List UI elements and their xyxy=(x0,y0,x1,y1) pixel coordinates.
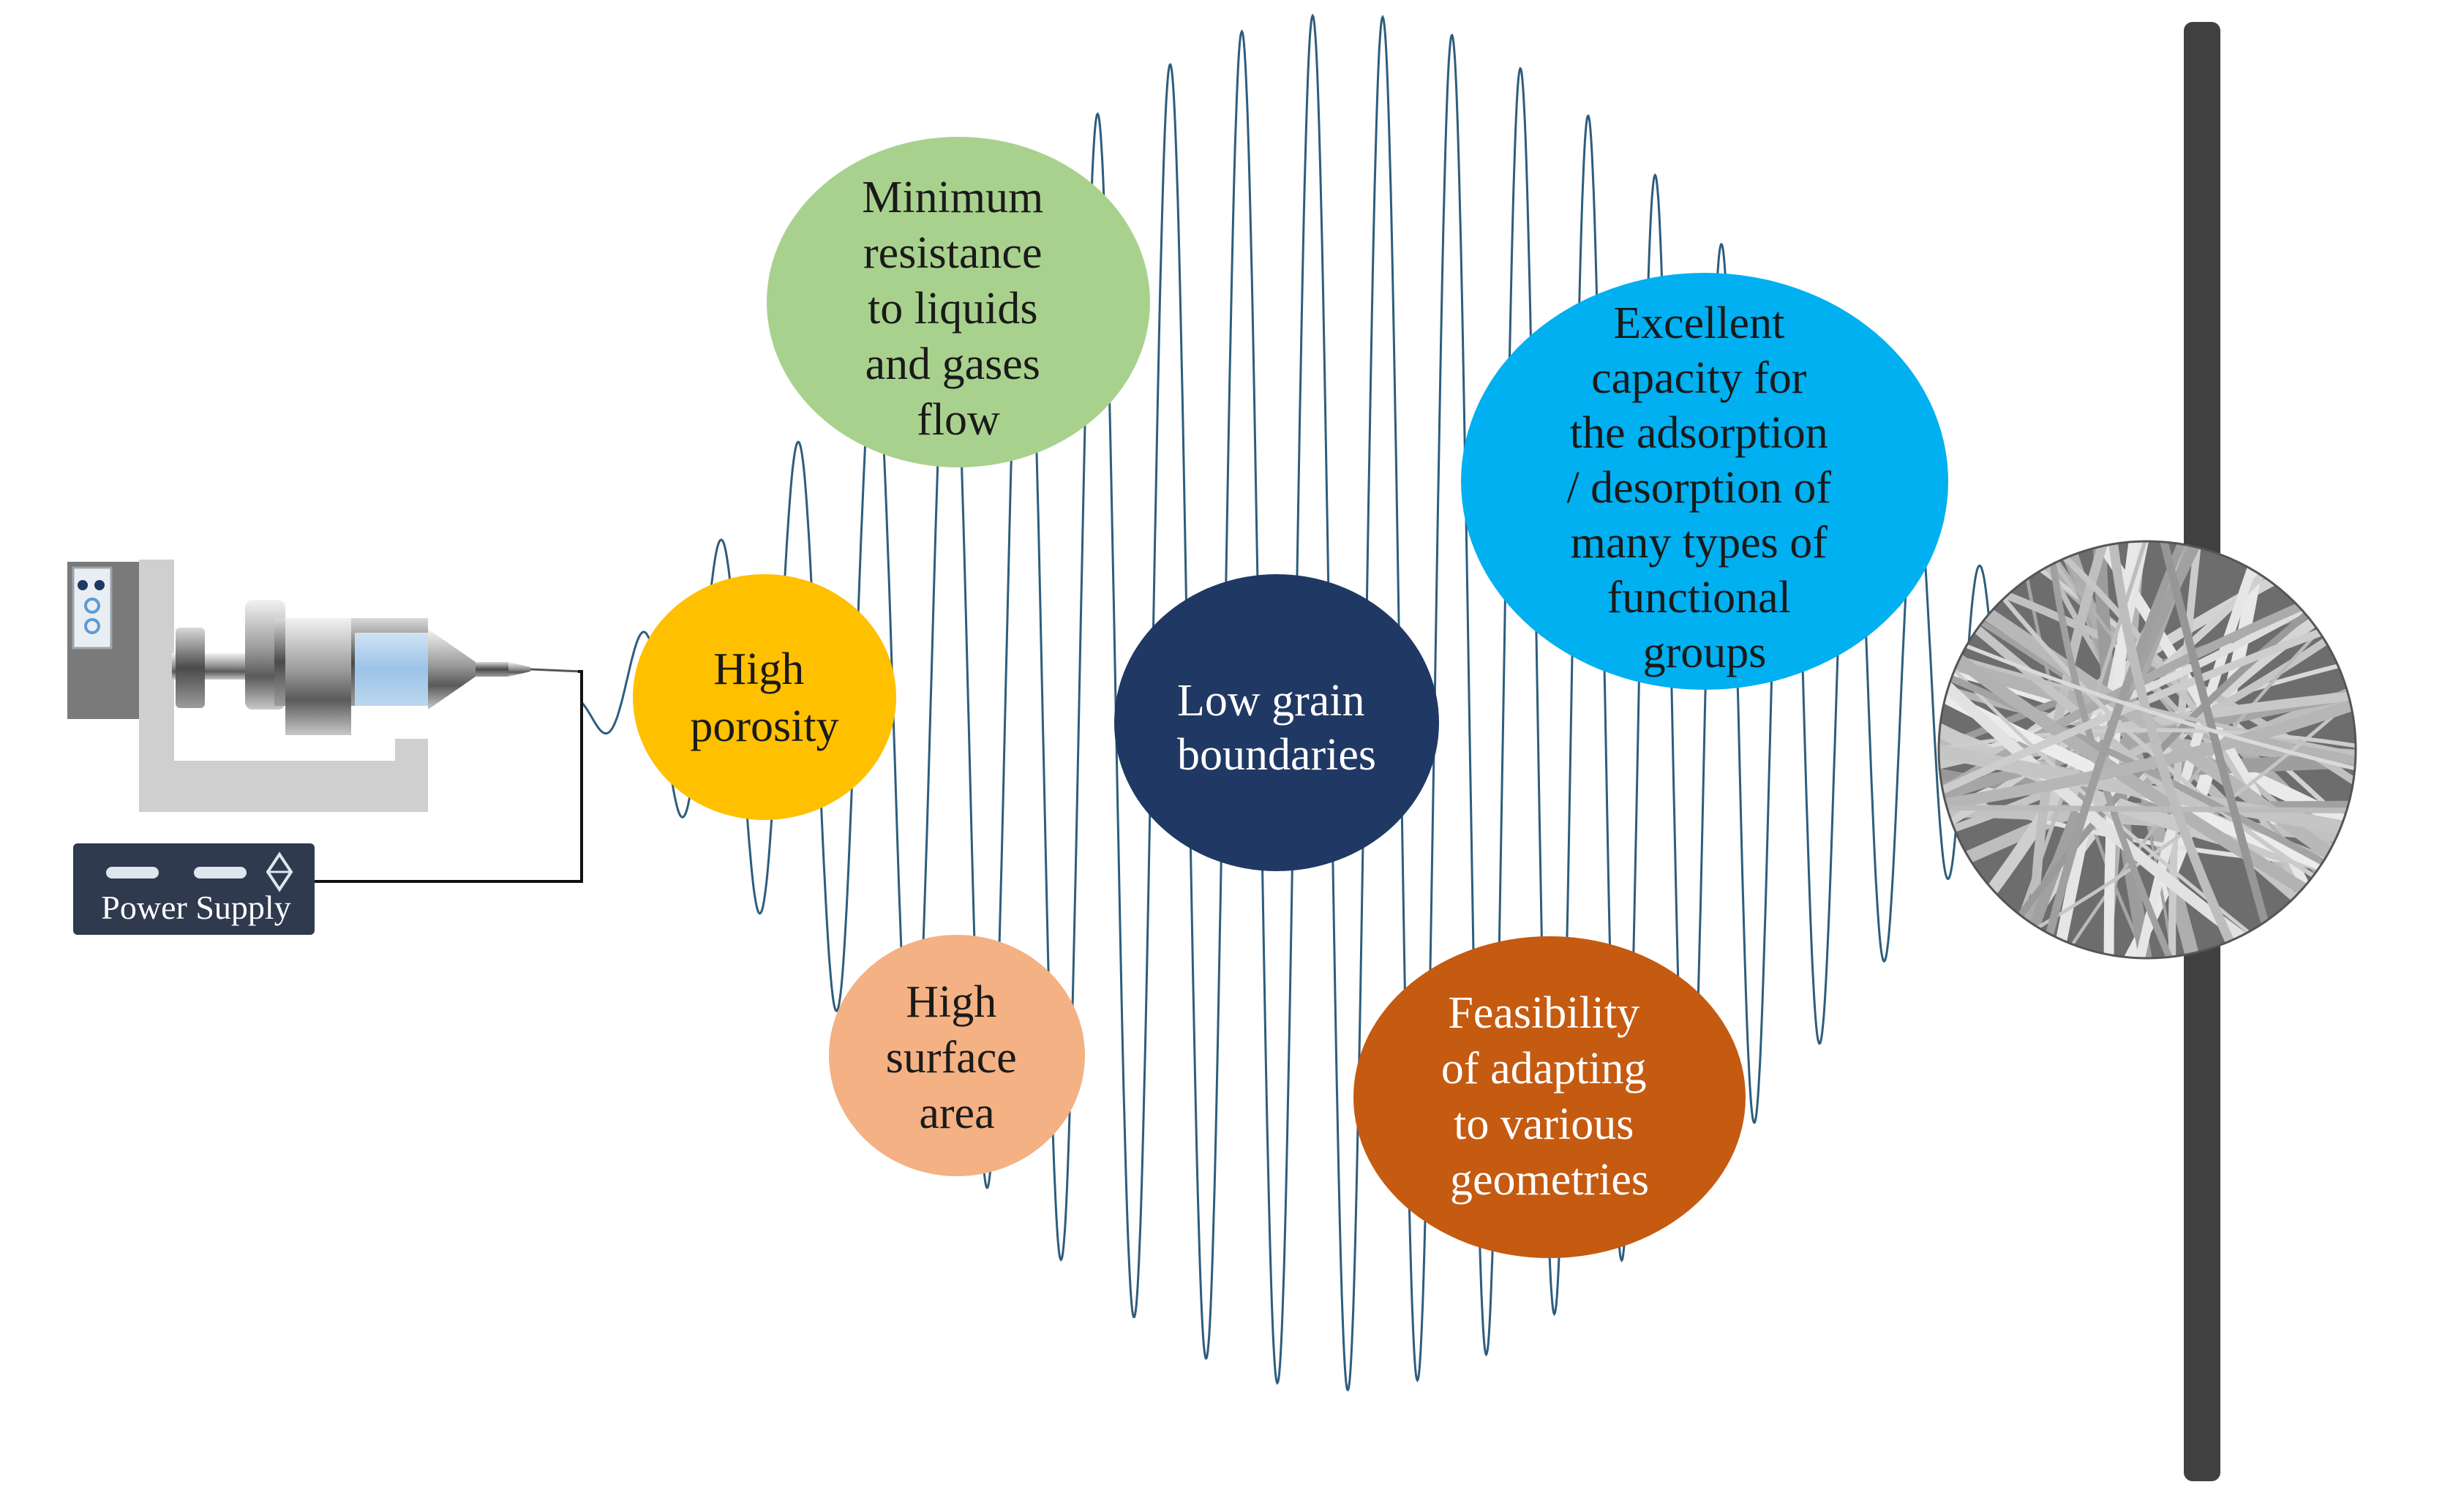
bubble-high-surface-area xyxy=(829,935,1085,1176)
bubble-minimum-resistance xyxy=(767,137,1150,467)
bubble-line: flow xyxy=(917,395,1000,445)
bubble-line: surface xyxy=(886,1033,1017,1083)
nanofiber-strand xyxy=(1939,804,2356,814)
nanofiber-strand xyxy=(2168,541,2204,958)
bubble-line: to liquids xyxy=(868,284,1038,334)
bubble-excellent-capacity xyxy=(1461,273,1948,690)
property-high-surface-area: High surface area xyxy=(829,935,1085,1176)
bubble-line: many types of xyxy=(1571,518,1828,568)
svg-text:Minimum resistance: Minimum resistance to liquids and gases … xyxy=(862,173,1055,445)
nanofiber-strand xyxy=(1939,649,2356,761)
bubble-line: / desorption of xyxy=(1566,463,1831,513)
bubble-line: of adapting xyxy=(1441,1044,1647,1094)
svg-text:Low grain boundaries: Low grain boundaries xyxy=(1177,676,1376,780)
nanofiber-strand xyxy=(2057,611,2338,958)
bubble-line: boundaries xyxy=(1177,730,1376,780)
syringe-pump-icon xyxy=(67,560,582,812)
nanofiber-strand xyxy=(2153,541,2276,949)
bubble-line: resistance xyxy=(863,228,1042,278)
bubble-high-porosity xyxy=(633,574,896,820)
bubble-line: Feasibility xyxy=(1448,988,1639,1038)
bubble-line: functional xyxy=(1607,573,1791,622)
nanofiber-strand xyxy=(2039,541,2196,958)
power-supply-label: Power Supply xyxy=(101,889,290,926)
svg-text:High porosity: High porosity xyxy=(690,644,838,751)
bubble-line: porosity xyxy=(690,701,838,751)
bubble-line: Low grain xyxy=(1177,676,1365,726)
property-feasibility-geometries: Feasibility of adapting to various geome… xyxy=(1353,936,1746,1258)
svg-text:Feasibility of adapting: Feasibility of adapting to various geome… xyxy=(1441,988,1658,1205)
bubble-line: groups xyxy=(1643,628,1767,677)
high-voltage-wire xyxy=(315,670,583,883)
property-excellent-capacity: Excellent capacity for the adsorption / … xyxy=(1461,273,1948,690)
bubble-line: Excellent xyxy=(1613,298,1784,348)
bubble-line: High xyxy=(906,977,996,1027)
bubble-line: capacity for xyxy=(1591,353,1807,403)
bubble-line: and gases xyxy=(865,339,1040,389)
property-low-grain-boundaries: Low grain boundaries xyxy=(1114,574,1439,871)
bubble-low-grain-boundaries xyxy=(1114,574,1439,871)
bubble-line: geometries xyxy=(1450,1155,1649,1205)
nanofiber-strand xyxy=(2106,541,2245,958)
nanofiber-strand xyxy=(1942,634,2356,777)
bubble-line: Minimum xyxy=(862,173,1043,222)
svg-text:High surface area: High surface area xyxy=(886,977,1028,1138)
nanofiber-strand xyxy=(1939,728,2356,756)
bubble-line: High xyxy=(713,644,804,694)
bubble-line: area xyxy=(919,1088,994,1138)
svg-text:Excellent capacity for: Excellent capacity for the adsorption / … xyxy=(1566,298,1842,677)
property-minimum-resistance: Minimum resistance to liquids and gases … xyxy=(767,137,1150,467)
nanofiber-strand xyxy=(1939,665,2348,878)
property-high-porosity: High porosity xyxy=(633,574,896,820)
bubble-line: the adsorption xyxy=(1570,408,1828,458)
nanofiber-sem-icon xyxy=(1937,540,2357,960)
nanofiber-strand xyxy=(1986,577,2337,892)
bubble-feasibility-geometries xyxy=(1353,936,1746,1258)
bubble-line: to various xyxy=(1454,1099,1634,1149)
power-supply-icon: Power Supply xyxy=(73,843,315,935)
